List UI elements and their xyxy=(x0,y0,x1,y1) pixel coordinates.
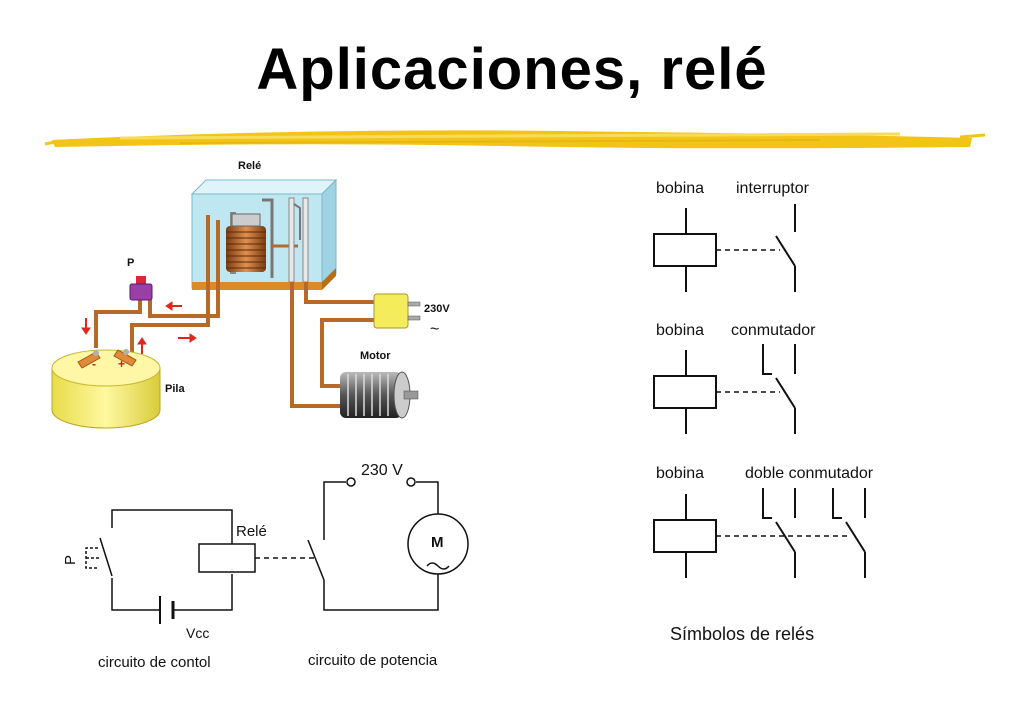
control-wire-top xyxy=(111,509,233,544)
current-arrows xyxy=(81,301,197,354)
sym3-contact-label: doble conmutador xyxy=(745,465,874,482)
relay-symbols: bobina interruptor bobina conmutador xyxy=(653,180,874,644)
sym3-coil-label: bobina xyxy=(656,465,704,482)
power-wire-bottom xyxy=(323,574,439,611)
illus-rele-label: Relé xyxy=(238,160,261,172)
push-button xyxy=(129,276,153,301)
title-underline-stroke xyxy=(44,130,986,149)
sym1-contact-label: interruptor xyxy=(736,180,810,197)
relay-illustration: Relé xyxy=(51,160,450,429)
sym1-coil-label: bobina xyxy=(656,180,704,197)
pushbutton-contact xyxy=(99,537,113,577)
symbol-conmutador xyxy=(653,344,796,434)
control-wire-bottom-left xyxy=(111,578,160,611)
relay-schematic xyxy=(85,477,469,624)
sch-rele-label: Relé xyxy=(236,523,267,540)
illus-pulsador-label: P xyxy=(127,257,134,269)
illus-pila-minus: - xyxy=(92,357,96,371)
symbol-doble-conmutador xyxy=(653,488,866,578)
sym2-contact-label: conmutador xyxy=(731,322,816,339)
power-contact xyxy=(307,539,325,581)
sch-control-caption: circuito de contol xyxy=(98,654,211,671)
slide-title: Aplicaciones, relé xyxy=(256,37,768,102)
sch-battery-label: Vcc xyxy=(186,625,209,641)
schematic-motor xyxy=(407,513,469,575)
sch-power-caption: circuito de potencia xyxy=(308,652,438,669)
symbols-caption: Símbolos de relés xyxy=(670,624,814,644)
sch-motor-symbol: M xyxy=(431,534,444,551)
illus-enchufe-label: 230V xyxy=(424,303,450,315)
relay-coil xyxy=(226,198,298,278)
illus-pila-plus: + xyxy=(118,357,125,371)
power-wire-right xyxy=(416,481,439,514)
illus-ac-symbol: ~ xyxy=(430,321,439,338)
battery-pila xyxy=(51,349,161,429)
control-wire-bottom-right xyxy=(174,574,233,611)
sch-voltage-label: 230 V xyxy=(361,462,403,479)
symbol-interruptor xyxy=(653,204,796,292)
sym2-coil-label: bobina xyxy=(656,322,704,339)
sch-pulsador-label: P xyxy=(62,555,79,565)
motor xyxy=(340,371,419,419)
illus-pila-label: Pila xyxy=(165,383,185,395)
illus-wires xyxy=(94,215,376,408)
terminal-left xyxy=(346,477,356,487)
power-wire-left xyxy=(323,481,346,540)
motor-ac-wave xyxy=(426,562,450,570)
power-plug xyxy=(373,293,421,329)
schematic-coil xyxy=(198,543,256,573)
illus-motor-label: Motor xyxy=(360,350,391,362)
terminal-right xyxy=(406,477,416,487)
